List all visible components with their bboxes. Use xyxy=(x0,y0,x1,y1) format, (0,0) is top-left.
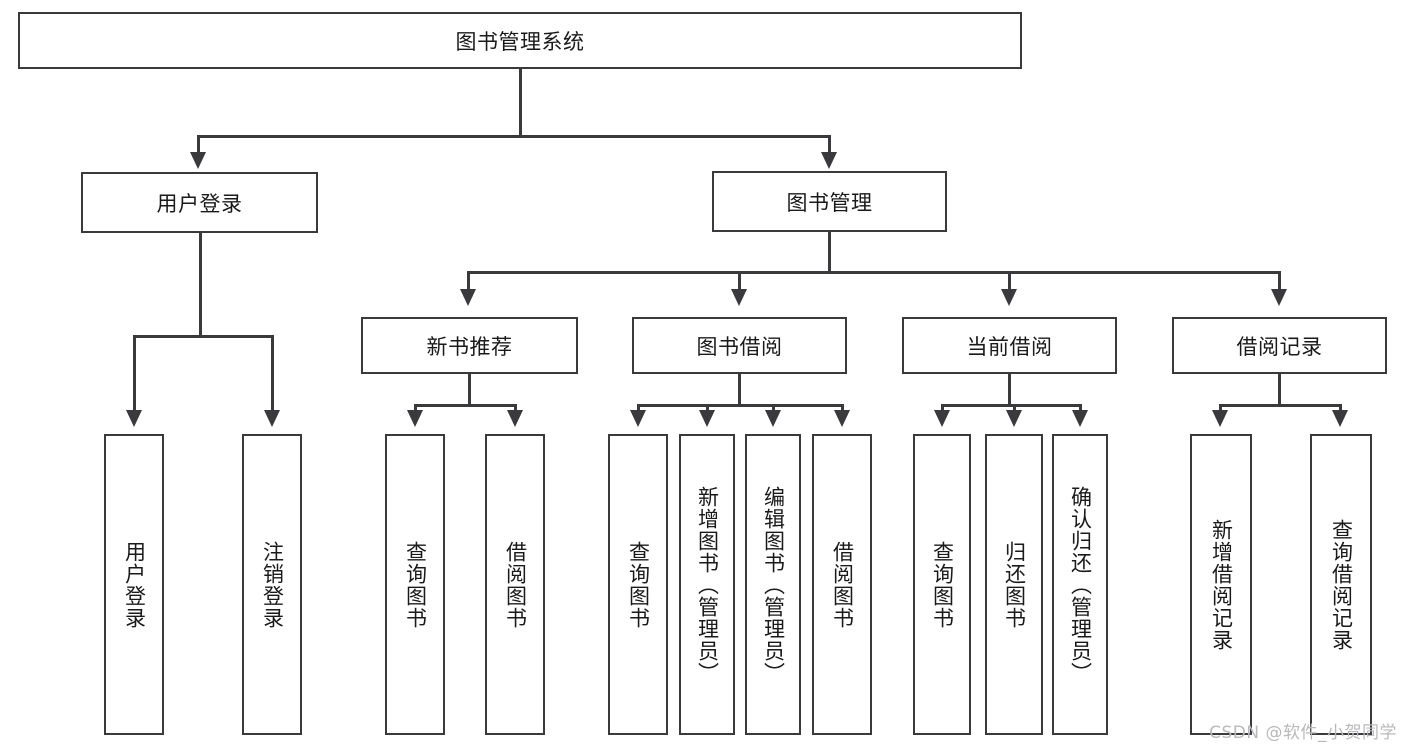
node-label: 确认归还（管理员） xyxy=(1068,485,1093,684)
arrow-leaf-borrow-book-1 xyxy=(507,410,523,427)
connector-drop-leaf-confirm-return xyxy=(1079,404,1082,414)
node-label: 借阅图书 xyxy=(503,540,528,629)
arrow-leaf-logout xyxy=(264,410,280,427)
leaf-node-add-book-admin[interactable]: 新增图书（管理员） xyxy=(679,434,735,735)
connector-book-borrow-stem xyxy=(738,374,741,406)
node-label: 查询图书 xyxy=(403,540,428,629)
leaf-node-borrow-book-new[interactable]: 借阅图书 xyxy=(485,434,545,735)
connector-drop-current-borrow xyxy=(1008,271,1011,293)
connector-drop-leaf-logout xyxy=(271,335,274,413)
node-book-borrow[interactable]: 图书借阅 xyxy=(632,317,847,374)
connector-book-manage-stem xyxy=(828,232,831,273)
leaf-node-query-book-current[interactable]: 查询图书 xyxy=(913,434,971,735)
leaf-node-query-book-new[interactable]: 查询图书 xyxy=(385,434,445,735)
connector-drop-leaf-query-book-3 xyxy=(941,404,944,414)
connector-drop-leaf-edit-book xyxy=(772,404,775,414)
node-label: 新增图书（管理员） xyxy=(695,485,720,684)
connector-new-book-stem xyxy=(468,374,471,406)
node-label: 借阅记录 xyxy=(1236,334,1323,359)
connector-drop-leaf-borrow-book-2 xyxy=(841,404,844,414)
arrow-leaf-user-login xyxy=(126,410,142,427)
arrow-leaf-return-book xyxy=(1006,410,1022,427)
arrow-new-book xyxy=(460,289,476,306)
leaf-node-borrow-book[interactable]: 借阅图书 xyxy=(812,434,872,735)
connector-new-book-bus xyxy=(414,404,516,407)
arrow-leaf-query-book-1 xyxy=(407,410,423,427)
arrow-current-borrow xyxy=(1001,289,1017,306)
arrow-book-borrow xyxy=(731,289,747,306)
leaf-node-confirm-return-admin[interactable]: 确认归还（管理员） xyxy=(1052,434,1108,735)
connector-drop-leaf-query-book-1 xyxy=(414,404,417,414)
node-label: 新书推荐 xyxy=(426,334,513,359)
node-label: 用户登录 xyxy=(122,540,147,629)
arrow-book-manage xyxy=(821,152,837,169)
connector-drop-leaf-add-book xyxy=(706,404,709,414)
arrow-leaf-query-book-3 xyxy=(934,410,950,427)
connector-drop-user-login xyxy=(197,135,200,157)
node-label: 图书管理 xyxy=(786,190,873,215)
node-label: 新增借阅记录 xyxy=(1209,518,1234,651)
arrow-leaf-borrow-book-2 xyxy=(834,410,850,427)
node-label: 图书管理系统 xyxy=(455,29,585,54)
connector-drop-leaf-add-record xyxy=(1219,404,1222,414)
node-label: 借阅图书 xyxy=(830,540,855,629)
connector-drop-leaf-return-book xyxy=(1013,404,1016,414)
connector-drop-borrow-record xyxy=(1278,271,1281,293)
arrow-leaf-edit-book xyxy=(765,410,781,427)
connector-level2-bus xyxy=(467,271,1280,274)
arrow-leaf-query-book-2 xyxy=(630,410,646,427)
connector-drop-new-book xyxy=(467,271,470,293)
node-root-system[interactable]: 图书管理系统 xyxy=(18,12,1022,69)
leaf-node-query-book-borrow[interactable]: 查询图书 xyxy=(608,434,668,735)
node-label: 查询借阅记录 xyxy=(1329,518,1354,651)
node-new-book-recommend[interactable]: 新书推荐 xyxy=(361,317,578,374)
connector-drop-leaf-query-record xyxy=(1339,404,1342,414)
connector-current-borrow-bus xyxy=(941,404,1080,407)
node-book-manage[interactable]: 图书管理 xyxy=(712,171,947,232)
leaf-node-edit-book-admin[interactable]: 编辑图书（管理员） xyxy=(745,434,801,735)
node-label: 查询图书 xyxy=(930,540,955,629)
arrow-borrow-record xyxy=(1271,289,1287,306)
leaf-node-return-book[interactable]: 归还图书 xyxy=(985,434,1043,735)
connector-level1-bus xyxy=(197,135,830,138)
arrow-leaf-query-record xyxy=(1332,410,1348,427)
leaf-node-query-borrow-record[interactable]: 查询借阅记录 xyxy=(1310,434,1372,735)
connector-borrow-record-bus xyxy=(1219,404,1341,407)
connector-user-login-bus xyxy=(133,335,273,338)
node-label: 编辑图书（管理员） xyxy=(761,485,786,684)
connector-drop-book-manage xyxy=(828,135,831,157)
node-current-borrow[interactable]: 当前借阅 xyxy=(902,317,1117,374)
connector-book-borrow-bus xyxy=(637,404,843,407)
arrow-user-login xyxy=(190,152,206,169)
arrow-leaf-add-book xyxy=(699,410,715,427)
arrow-leaf-add-record xyxy=(1212,410,1228,427)
connector-drop-leaf-query-book-2 xyxy=(637,404,640,414)
leaf-node-logout[interactable]: 注销登录 xyxy=(242,434,302,735)
connector-drop-book-borrow xyxy=(738,271,741,293)
node-label: 注销登录 xyxy=(260,540,285,629)
connector-user-login-stem xyxy=(199,233,202,337)
node-label: 归还图书 xyxy=(1002,540,1027,629)
node-label: 当前借阅 xyxy=(966,334,1053,359)
csdn-watermark: CSDN @软件_小贺同学 xyxy=(1209,723,1397,743)
connector-borrow-record-stem xyxy=(1278,374,1281,406)
connector-drop-leaf-borrow-book-1 xyxy=(514,404,517,414)
connector-drop-leaf-user-login xyxy=(133,335,136,413)
connector-root-stem xyxy=(519,69,522,136)
leaf-node-add-borrow-record[interactable]: 新增借阅记录 xyxy=(1190,434,1252,735)
node-label: 查询图书 xyxy=(626,540,651,629)
node-label: 图书借阅 xyxy=(696,334,783,359)
leaf-node-user-login[interactable]: 用户登录 xyxy=(104,434,164,735)
node-user-login[interactable]: 用户登录 xyxy=(81,172,318,233)
node-label: 用户登录 xyxy=(156,191,243,216)
node-borrow-record[interactable]: 借阅记录 xyxy=(1172,317,1387,374)
connector-current-borrow-stem xyxy=(1008,374,1011,406)
arrow-leaf-confirm-return xyxy=(1072,410,1088,427)
